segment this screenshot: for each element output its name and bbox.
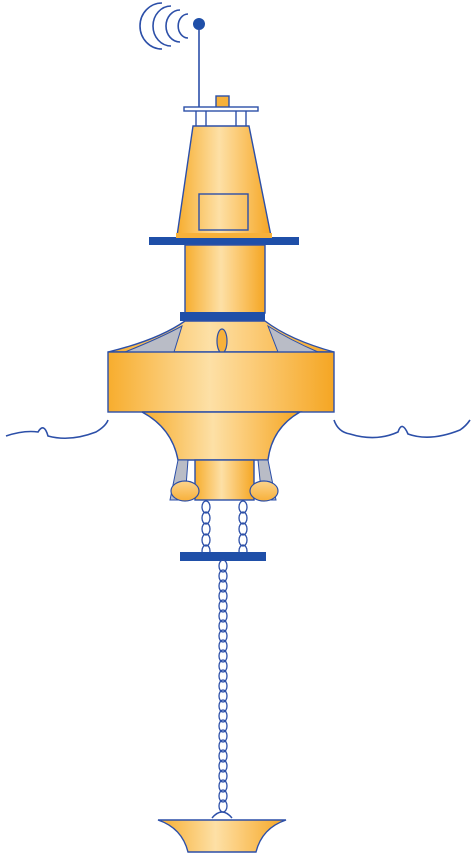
bumper-rollers bbox=[169, 459, 279, 502]
anchor-weight bbox=[157, 811, 287, 853]
keel bbox=[141, 411, 303, 461]
chain-link bbox=[218, 729, 228, 743]
chain-link bbox=[218, 629, 228, 643]
chain-link bbox=[218, 649, 228, 663]
chain-link bbox=[218, 569, 228, 583]
chain-link bbox=[218, 779, 228, 793]
signal-waves-icon bbox=[139, 2, 189, 50]
upper-collar bbox=[149, 237, 299, 245]
chain-link bbox=[218, 689, 228, 703]
chain-link bbox=[218, 619, 228, 633]
instrument-panel bbox=[198, 193, 249, 231]
chain-link bbox=[218, 699, 228, 713]
chain-link bbox=[218, 599, 228, 613]
chain-link bbox=[218, 719, 228, 733]
mooring-plate bbox=[180, 552, 266, 561]
chain-link bbox=[218, 769, 228, 783]
chain-link bbox=[218, 759, 228, 773]
chain-link bbox=[218, 589, 228, 603]
chain-link bbox=[218, 679, 228, 693]
chain-link bbox=[218, 609, 228, 623]
float-hull bbox=[107, 351, 335, 413]
chain-link bbox=[218, 739, 228, 753]
mid-tower bbox=[184, 244, 266, 314]
water-surface bbox=[5, 419, 471, 440]
lower-collar bbox=[180, 312, 265, 321]
sensor-mast bbox=[183, 95, 259, 126]
chain-link bbox=[218, 639, 228, 653]
mooring-chains bbox=[201, 500, 248, 558]
chain-link bbox=[218, 559, 228, 573]
chain-link bbox=[218, 669, 228, 683]
chain-link bbox=[218, 749, 228, 763]
chain-link bbox=[218, 789, 228, 803]
hull-flare bbox=[107, 320, 335, 354]
chain-link bbox=[218, 709, 228, 723]
chain-link bbox=[218, 579, 228, 593]
chain-link bbox=[218, 659, 228, 673]
antenna-icon bbox=[193, 18, 205, 108]
upper-tower bbox=[176, 125, 272, 237]
anchor-chain bbox=[218, 559, 228, 813]
